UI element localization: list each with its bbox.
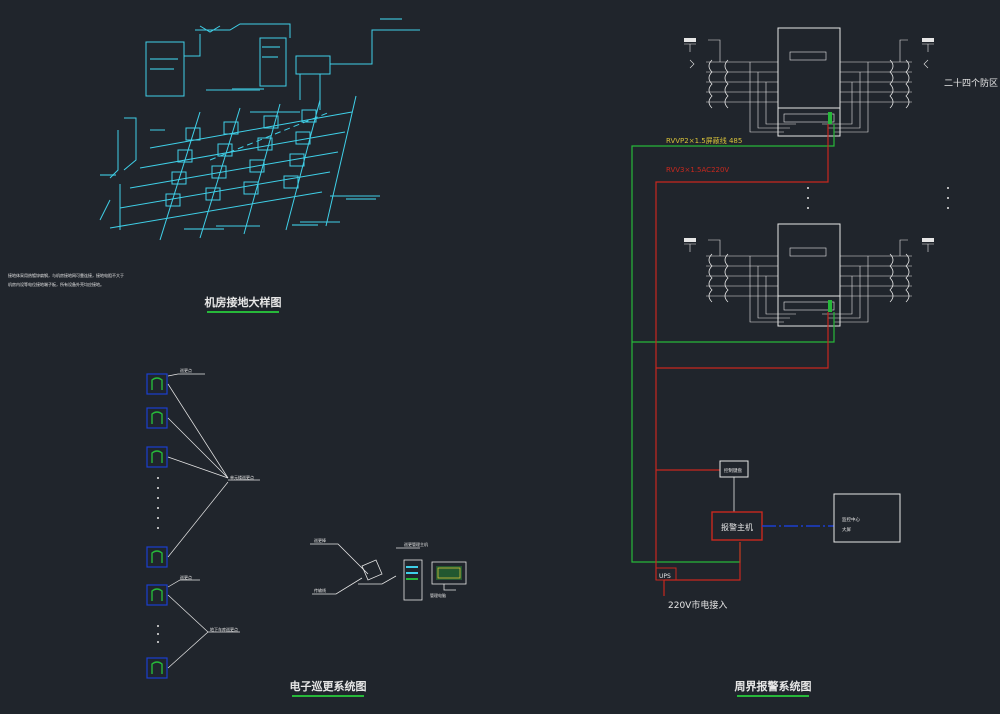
patrol-group2-label: 地下车库巡更点 — [210, 626, 238, 632]
center-label-2: 大屏 — [842, 526, 851, 533]
alarm-module-1 — [684, 27, 934, 137]
patrol-title: 电子巡更系统图 — [290, 679, 367, 693]
cable-run-detail — [199, 25, 221, 33]
patrol-pc-details — [406, 566, 462, 580]
patrol-pc-caption: 管理电脑 — [430, 592, 446, 598]
grounding-detail — [99, 23, 420, 241]
perimeter-title: 周界报警系统图 — [735, 679, 812, 693]
patrol-title-underline — [292, 695, 364, 697]
grounding-notes-line1: 接地体采用热镀锌扁钢，与机房接地网可靠连接，接地电阻不大于 — [8, 272, 124, 278]
cabinet-box — [145, 41, 185, 97]
power-bus — [655, 124, 829, 596]
ups-label: UPS — [659, 573, 671, 580]
grounding-notes-line2: 机房内设等电位接地端子板，所有设备外壳均应接地。 — [8, 281, 104, 287]
patrol-ellipsis — [157, 477, 159, 643]
ups-box — [655, 567, 677, 581]
patrol-reader-label: 巡更棒 — [314, 537, 326, 543]
patrol-points — [146, 373, 168, 679]
alarm-host-group — [655, 460, 901, 581]
center-label: 监控中心 — [842, 516, 860, 523]
grounding-annotations — [100, 18, 402, 230]
rs485-bus — [631, 124, 835, 563]
patrol-pc-monitor — [431, 561, 467, 585]
keyboard-label: 控制键盘 — [724, 467, 742, 474]
patrol-point-label: 巡更点 — [180, 367, 192, 373]
perimeter-title-underline — [737, 695, 809, 697]
cable-power-label: RVV3×1.5AC220V — [666, 166, 729, 174]
patrol-group1-label: 单元楼巡更点 — [230, 474, 254, 480]
mains-label: 220V市电接入 — [668, 599, 727, 611]
grounding-title-underline — [207, 311, 279, 313]
patrol-pc-tower — [403, 559, 423, 601]
cabinet-box-2 — [259, 37, 287, 87]
zones-label: 二十四个防区 — [944, 77, 998, 89]
patrol-reader-station — [310, 543, 467, 601]
cable-run — [195, 23, 291, 38]
patrol-cable-label: 传输线 — [314, 587, 326, 593]
module-ellipsis — [807, 187, 949, 209]
cable-run-2 — [330, 29, 420, 65]
monitor-center-box — [833, 493, 901, 543]
alarm-module-2 — [684, 223, 934, 327]
patrol-point-label-2: 巡更点 — [180, 574, 192, 580]
terminal-box — [295, 55, 331, 75]
cable-rs485-label: RVVP2×1.5屏蔽线 485 — [666, 136, 742, 145]
patrol-leaders — [167, 373, 260, 669]
host-label: 报警主机 — [721, 522, 753, 532]
grounding-title: 机房接地大样图 — [205, 295, 282, 309]
patrol-pc-label: 巡更管理主机 — [404, 541, 428, 547]
